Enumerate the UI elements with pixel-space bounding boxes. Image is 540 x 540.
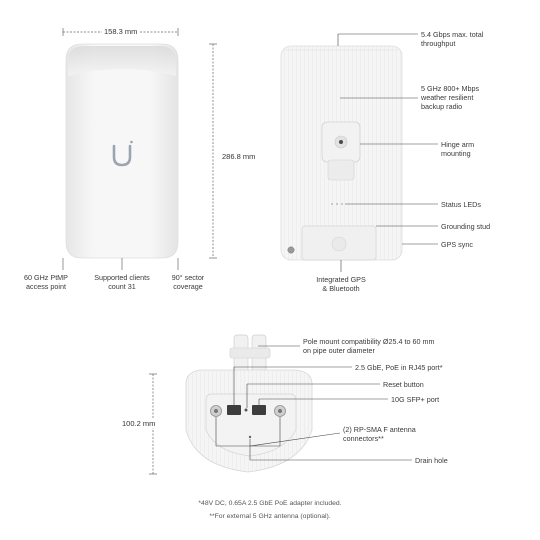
rj45-poe-label: 2.5 GbE, PoE in RJ45 port* — [355, 363, 443, 372]
sfp-port-icon — [252, 405, 266, 415]
backup-radio-label: 5 GHz 800+ Mbps weather resilient backup… — [421, 84, 480, 111]
supported-clients-label: Supported clients count 31 — [94, 273, 150, 291]
depth-dimension-label: 100.2 mm — [120, 419, 158, 428]
drain-hole-icon — [248, 435, 252, 439]
hinge-arm-label: Hinge arm mounting — [441, 140, 475, 158]
sector-coverage-label: 90° sector coverage — [171, 273, 205, 291]
front-device-body — [65, 43, 179, 259]
gps-sync-label: GPS sync — [441, 240, 473, 249]
rp-sma-label: (2) RP-SMA F antenna connectors** — [343, 425, 416, 443]
hinge-arm-bracket — [321, 121, 361, 181]
sfp-port-label: 10G SFP+ port — [391, 395, 440, 404]
throughput-label: 5.4 Gbps max. total throughput — [421, 30, 484, 48]
ubiquiti-u-logo-icon — [112, 140, 133, 167]
rj45-port-icon — [227, 405, 241, 415]
grounding-stud-icon — [287, 246, 295, 254]
front-view — [62, 28, 217, 270]
reset-button-icon — [244, 408, 248, 412]
width-dimension-label: 158.3 mm — [102, 27, 140, 36]
bottom-view — [149, 334, 412, 475]
status-leds — [331, 203, 343, 205]
status-leds-label: Status LEDs — [441, 200, 481, 209]
footnote-antenna: **For external 5 GHz antenna (optional). — [209, 513, 331, 520]
drain-hole-label: Drain hole — [415, 456, 448, 465]
ptmp-access-point-label: 60 GHz PtMP access point — [24, 273, 68, 291]
reset-button-label: Reset button — [383, 380, 424, 389]
height-dimension-label: 286.8 mm — [220, 152, 258, 161]
pole-mount-bracket — [229, 334, 271, 382]
integrated-gps-label: Integrated GPS & Bluetooth — [316, 275, 366, 293]
footnote-adapter: *48V DC, 0.65A 2.5 GbE PoE adapter inclu… — [198, 500, 342, 507]
pole-mount-label: Pole mount compatibility Ø25.4 to 60 mm … — [303, 337, 435, 355]
back-view — [280, 33, 438, 272]
grounding-stud-label: Grounding stud — [441, 222, 491, 231]
